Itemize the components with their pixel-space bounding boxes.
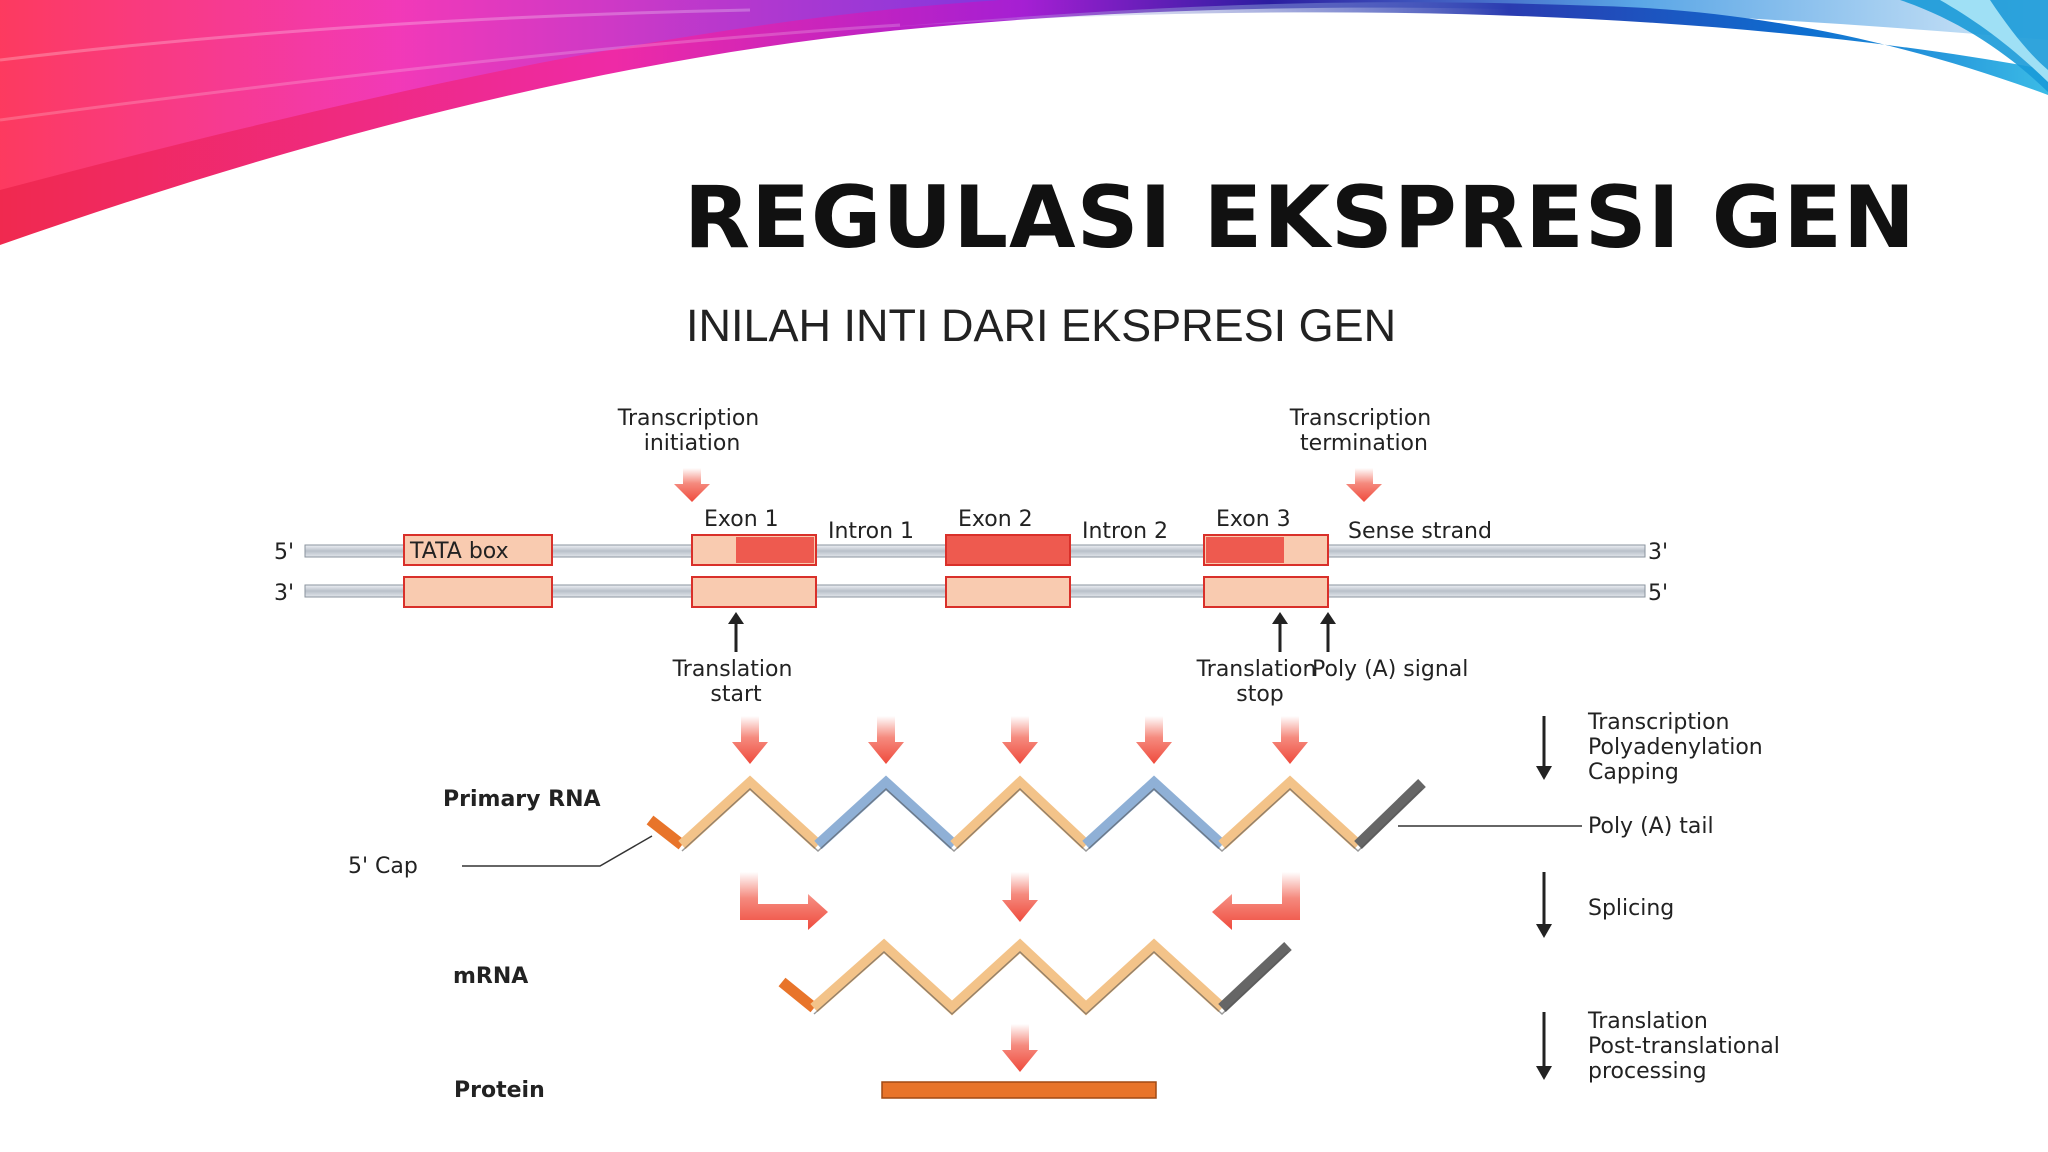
intron-2-label: Intron 2	[1082, 519, 1168, 544]
strand-end-top-right: 3'	[1648, 540, 1668, 565]
primary-rna-exon-3	[1218, 775, 1362, 850]
primary-rna-cap	[646, 815, 686, 850]
mrna-poly-a-tail	[1218, 941, 1292, 1013]
slide-subtitle: INILAH INTI DARI EKSPRESI GEN	[686, 300, 1397, 351]
exon-3-label: Exon 3	[1216, 507, 1291, 532]
poly-a-signal-label: Poly (A) signal	[1312, 657, 1468, 682]
arrow-transcription-initiation	[674, 468, 710, 502]
mrna-outline	[813, 950, 1289, 1016]
mrna-strand	[778, 938, 1292, 1016]
step-translation-label: Translation Post-translational processin…	[1587, 1009, 1787, 1084]
slide-title: REGULASI EKSPRESI GEN	[683, 168, 1916, 268]
primary-rna-intron-2	[1082, 775, 1226, 850]
translation-stop-label: Translation stop	[1196, 657, 1324, 707]
arrow-poly-a-signal	[1320, 612, 1336, 652]
protein-bar	[881, 1081, 1157, 1099]
exon-1-label: Exon 1	[704, 507, 779, 532]
step-splicing-label: Splicing	[1588, 896, 1674, 921]
arrow-to-protein	[1002, 1024, 1038, 1072]
primary-rna-label: Primary RNA	[443, 787, 601, 812]
step-transcription-label: Transcription Polyadenylation Capping	[1587, 710, 1770, 785]
primary-rna-exon-2	[950, 775, 1090, 850]
poly-a-tail-label: Poly (A) tail	[1588, 814, 1714, 839]
tata-box-bottom	[403, 576, 553, 608]
exon-2-label: Exon 2	[958, 507, 1033, 532]
primary-rna-poly-a-tail	[1354, 779, 1426, 849]
mrna-label: mRNA	[453, 964, 528, 989]
tata-box-label: TATA box	[409, 539, 509, 564]
transcription-initiation-label: Transcription initiation	[617, 406, 767, 456]
strand-end-top-left: 5'	[274, 540, 294, 565]
primary-rna-strand	[646, 775, 1426, 850]
arrow-translation-start	[728, 612, 744, 652]
tata-box-top	[403, 534, 553, 566]
mrna-cap	[778, 977, 818, 1013]
splicing-arrows	[740, 872, 1300, 930]
arrows-to-primary-rna	[732, 716, 1308, 764]
protein-label: Protein	[454, 1078, 545, 1103]
step-arrow-transcription	[1536, 716, 1552, 780]
five-cap-label: 5' Cap	[348, 854, 418, 879]
sense-strand-label: Sense strand	[1348, 519, 1492, 544]
transcription-termination-label: Transcription termination	[1289, 406, 1439, 456]
five-cap-leader-line	[462, 835, 653, 867]
arrow-transcription-termination	[1346, 468, 1382, 502]
step-arrow-splicing	[1536, 872, 1552, 938]
primary-rna-exon-1	[678, 775, 822, 850]
header-swoosh	[0, 0, 2048, 245]
mrna-exons	[810, 938, 1226, 1016]
translation-start-label: Translation start	[672, 657, 800, 707]
strand-end-bottom-right: 5'	[1648, 581, 1668, 606]
strand-end-bottom-left: 3'	[274, 581, 294, 606]
intron-1-label: Intron 1	[828, 519, 914, 544]
exon-2	[945, 534, 1071, 608]
exon-3	[1203, 534, 1329, 608]
exon-1	[691, 534, 817, 608]
primary-rna-outline	[681, 787, 1423, 853]
primary-rna-intron-1	[814, 775, 958, 850]
arrow-translation-stop	[1272, 612, 1288, 652]
step-arrow-translation	[1536, 1012, 1552, 1080]
